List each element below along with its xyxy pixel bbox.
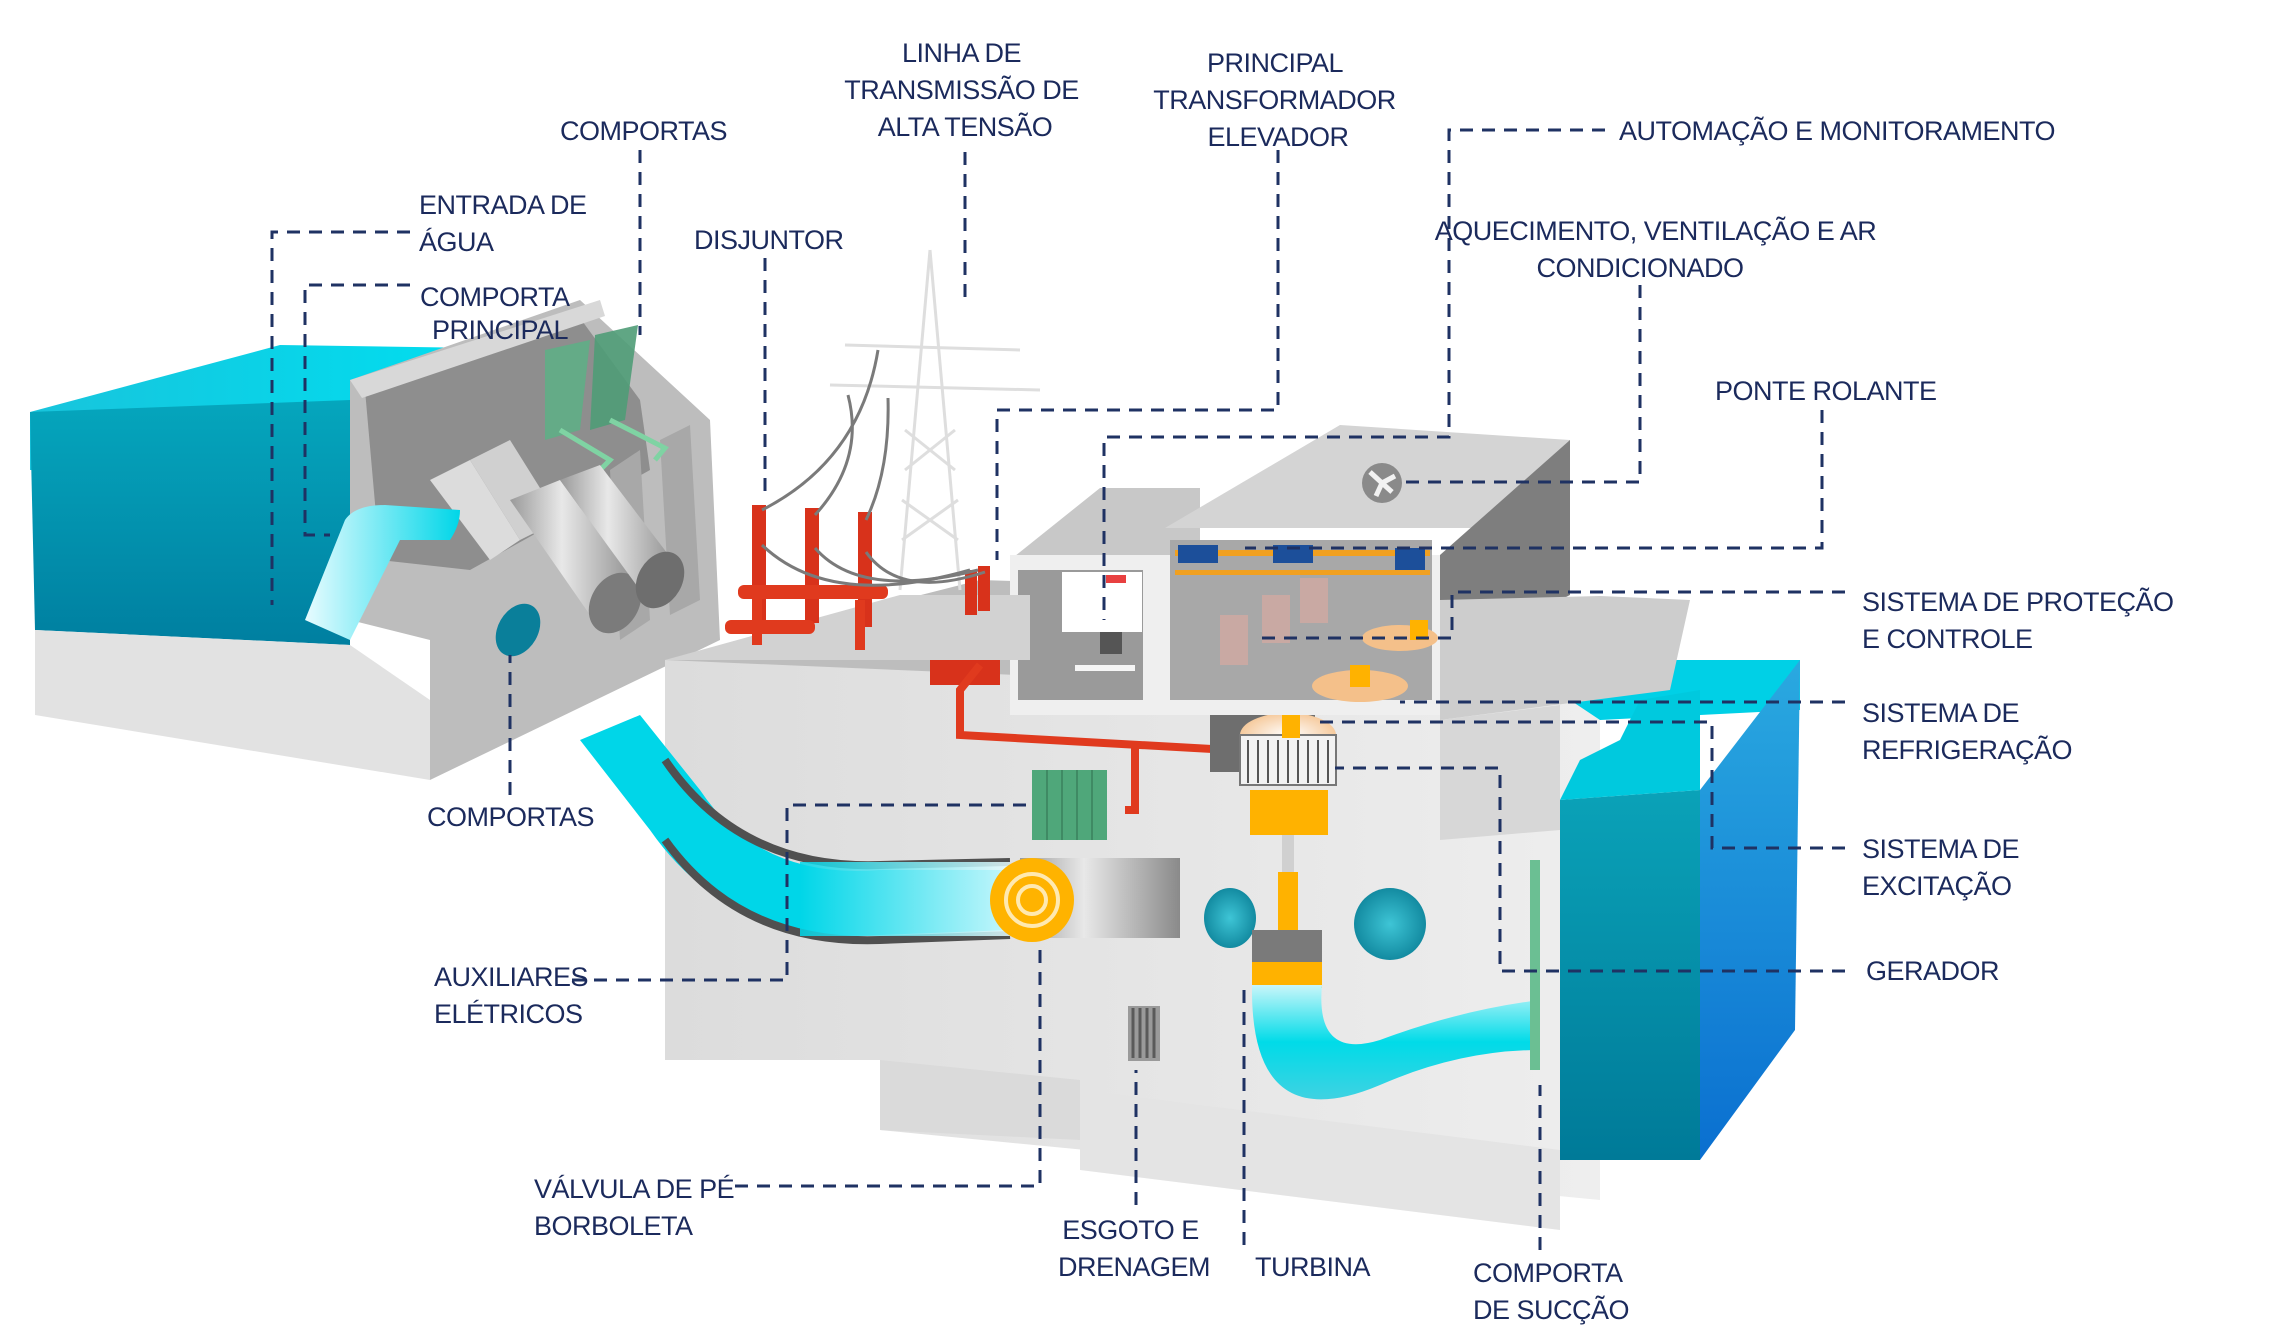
switchyard (665, 249, 1041, 660)
label-disjuntor: DISJUNTOR (694, 225, 844, 255)
monitoring-panel (1062, 572, 1142, 632)
leader-automacao (1102, 128, 1605, 620)
label-ponte-rolante: PONTE ROLANTE (1715, 376, 1937, 406)
crane-rail (1175, 570, 1430, 575)
desk (1075, 665, 1135, 671)
label-aquecimento: AQUECIMENTO, VENTILAÇÃO E AR CONDICIONAD… (1435, 215, 1884, 283)
label-linha-transmissao: LINHA DE TRANSMISSÃO DE ALTA TENSÃO (844, 38, 1086, 142)
label-comportas-bottom: COMPORTAS (427, 802, 594, 832)
suction-gate (1530, 860, 1540, 1070)
breaker-poles (725, 505, 990, 650)
intake-pipe-end (588, 572, 642, 634)
control-building (1010, 425, 1690, 840)
busbar (956, 662, 1231, 754)
powerhouse-bottom (1080, 1090, 1560, 1230)
label-excitacao: SISTEMA DE EXCITAÇÃO (1862, 834, 2026, 901)
generator-coupling (1282, 712, 1300, 738)
tailwater-side (1700, 660, 1800, 1160)
labels: COMPORTAS ENTRADA DE ÁGUA COMPORTA PRINC… (419, 38, 2181, 1325)
penstock-fade (800, 862, 1010, 936)
label-auxiliares: AUXILIARES ELÉTRICOS (434, 962, 595, 1029)
spiral-case-right (1354, 888, 1426, 960)
drain-grille-slats (1131, 1008, 1156, 1058)
crane-block (1273, 545, 1313, 563)
dam-rim (350, 300, 605, 398)
label-comporta-principal: COMPORTA PRINCIPAL (420, 282, 575, 345)
label-comportas-top: COMPORTAS (560, 116, 727, 146)
label-turbina: TURBINA (1255, 1252, 1370, 1282)
electrical-auxiliaries-cabinet (1032, 770, 1107, 840)
dam-pier (430, 460, 520, 560)
tailwater-front (1560, 790, 1700, 1160)
leader-aquecimento (1405, 285, 1642, 484)
right-wing-top (1440, 596, 1690, 720)
crane-block (1395, 548, 1425, 570)
penstock-outline (661, 837, 1011, 945)
label-automacao: AUTOMAÇÃO E MONITORAMENTO (1619, 115, 2055, 146)
cabinet-lines (1046, 770, 1093, 840)
dam-base-front (35, 630, 430, 780)
leader-comporta-principal (303, 283, 410, 537)
gate-rail (558, 427, 615, 472)
label-comporta-succao: COMPORTA DE SUCÇÃO (1473, 1258, 1629, 1325)
intake-gate (545, 340, 590, 440)
reservoir-front (30, 400, 350, 645)
leader-auxiliares (572, 803, 1028, 982)
gate-rail (608, 417, 669, 462)
butterfly-valve-ring (1016, 884, 1048, 916)
intake-structure (30, 300, 720, 780)
leader-excitacao (1320, 720, 1845, 850)
intake-pipe-water (305, 505, 460, 640)
generator-body (1250, 790, 1328, 835)
unit-coupling (1350, 665, 1370, 687)
leader-entrada-agua (270, 230, 410, 605)
label-transformador: PRINCIPAL TRANSFORMADOR ELEVADOR (1153, 48, 1403, 152)
label-gerador: GERADOR (1866, 956, 1999, 986)
leader-valvula (735, 945, 1042, 1188)
intake-gate (590, 325, 638, 430)
ventilation-fan-blades (1368, 470, 1397, 498)
computer-monitor (1100, 632, 1122, 654)
label-esgoto: ESGOTO E DRENAGEM (1058, 1215, 1210, 1282)
turbine-shaft-lower (1278, 872, 1298, 932)
label-protecao: SISTEMA DE PROTEÇÃO E CONTROLE (1862, 586, 2181, 654)
leader-ponte-rolante (1245, 410, 1824, 550)
butterfly-valve-ring (1004, 872, 1060, 928)
tailwater (1560, 660, 1800, 1160)
protection-cabinet (1262, 595, 1290, 643)
leader-lines (270, 128, 1845, 1250)
intake-pipe-opening (495, 603, 541, 657)
protection-cabinet (1220, 615, 1248, 665)
leader-gerador (1335, 766, 1845, 973)
intake-pipe-end (635, 551, 685, 609)
leader-protecao (1260, 590, 1845, 640)
transmission-tower (829, 249, 1041, 591)
butterfly-valve (990, 858, 1074, 942)
crane-block (1178, 545, 1218, 563)
building-roof-low (1010, 488, 1200, 560)
label-entrada-agua: ENTRADA DE ÁGUA (419, 190, 594, 257)
monitoring-panel-alert (1106, 575, 1126, 583)
high-voltage-cables (760, 349, 986, 587)
tailwater-steps (1560, 690, 1700, 800)
busbar (1125, 746, 1139, 814)
spiral-case-left (1204, 888, 1256, 948)
right-wing-front (1440, 705, 1560, 840)
label-refrigeracao: SISTEMA DE REFRIGERAÇÃO (1862, 698, 2072, 765)
unit-coupling (1410, 620, 1428, 640)
powerhouse-step (880, 1060, 1080, 1140)
leader-transformador (995, 150, 1280, 560)
label-valvula: VÁLVULA DE PÉ BORBOLETA (534, 1174, 741, 1241)
protection-cabinet (1300, 578, 1328, 623)
draft-tube (1251, 985, 1540, 1100)
turbine-discharge-ring (1252, 962, 1322, 988)
generator-fins (1247, 740, 1329, 783)
